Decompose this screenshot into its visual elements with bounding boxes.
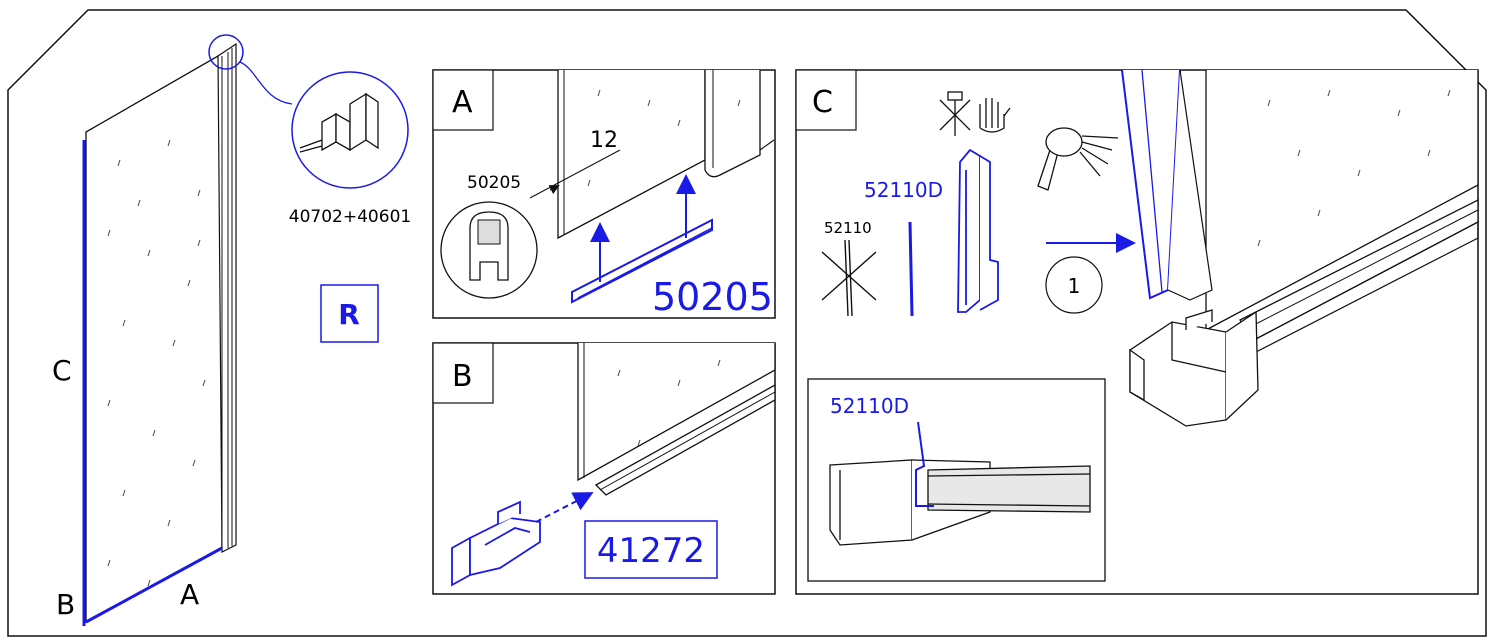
detail-part-code: 52110D bbox=[830, 394, 909, 418]
dimension-value: 12 bbox=[590, 128, 618, 153]
panel-a-part-code: 50205 bbox=[652, 275, 773, 319]
old-part-code: 52110 bbox=[824, 219, 872, 237]
new-part-code: 52110D bbox=[864, 178, 943, 202]
callout-part-code: 40702+40601 bbox=[289, 207, 411, 227]
panel-b-letter: B bbox=[452, 359, 473, 394]
seal-edge-a bbox=[85, 546, 223, 624]
profile-code-small: 50205 bbox=[467, 173, 521, 193]
panel-b-part-code: 41272 bbox=[597, 531, 705, 571]
edge-label-b: B bbox=[56, 588, 75, 621]
panel-a: A 12 50205 50205 bbox=[432, 69, 776, 319]
side-badge: R bbox=[338, 298, 360, 331]
overview-panel: 40702+40601 R C B A bbox=[52, 34, 411, 626]
panel-b: B 41272 bbox=[432, 342, 776, 595]
thin-seal bbox=[908, 221, 914, 317]
panel-c-letter: C bbox=[812, 85, 833, 120]
end-cap-c bbox=[1129, 309, 1259, 427]
end-cap-41272 bbox=[451, 500, 541, 587]
new-seal-part bbox=[957, 148, 999, 313]
detail-seal-blue bbox=[915, 421, 934, 507]
no-hammer-icon bbox=[939, 91, 971, 136]
panel-c: C 52110 52110D bbox=[795, 69, 1479, 595]
hand-icon bbox=[979, 98, 1011, 133]
step-1-circle bbox=[1045, 256, 1103, 314]
old-part-crossed bbox=[821, 239, 877, 317]
outer-frame bbox=[7, 9, 1487, 637]
shower-icon bbox=[1037, 127, 1119, 191]
panel-a-letter: A bbox=[452, 85, 473, 120]
top-corner-marker bbox=[208, 34, 244, 70]
panel-b-code-box bbox=[584, 520, 718, 579]
edge-label-c: C bbox=[52, 354, 72, 387]
callout-profile bbox=[299, 92, 379, 153]
seal-strip-50205 bbox=[571, 218, 713, 304]
side-badge-box bbox=[320, 284, 379, 343]
step-1: 1 bbox=[1068, 274, 1081, 298]
glass-panel bbox=[85, 50, 226, 624]
edge-label-a: A bbox=[180, 578, 199, 611]
detail-section bbox=[829, 459, 1091, 546]
